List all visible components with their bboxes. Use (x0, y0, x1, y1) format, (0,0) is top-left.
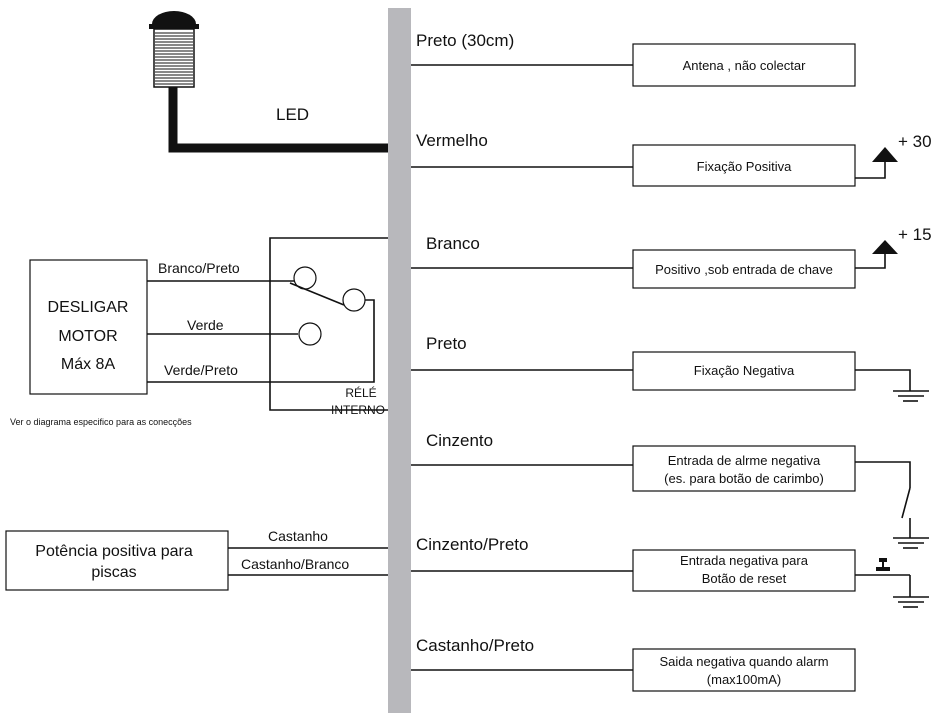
engine-cutoff-box (29, 259, 148, 395)
plus15-terminal-icon (872, 240, 898, 254)
wire-row-antenna: Preto (30cm) Antena , não colectar (411, 31, 856, 87)
wire-row-positive-fixed: Vermelho Fixação Positiva + 30 (411, 131, 932, 187)
push-switch-icon (901, 487, 911, 519)
reset-text-1: Entrada negativa para (680, 553, 809, 568)
led-component: LED (149, 11, 388, 153)
relay-common-wire (270, 299, 375, 383)
alarm-output-box (632, 648, 856, 692)
alarm-input-box (632, 445, 856, 492)
flasher-wire-label-1: Castanho (268, 528, 328, 544)
relay-outline (269, 237, 388, 411)
motor-wire-label-2: Verde (187, 317, 224, 333)
led-wire (168, 87, 388, 153)
wire-label-antenna: Preto (30cm) (416, 31, 514, 50)
reset-text-2: Botão de reset (702, 571, 787, 586)
ground-icon (893, 537, 929, 549)
led-label: LED (276, 105, 309, 124)
alarm-output-text-1: Saida negativa quando alarm (659, 654, 828, 669)
wire-row-ignition: Branco Positivo ,sob entrada de chave + … (411, 225, 932, 289)
engine-cutoff-line-1: DESLIGAR (48, 299, 129, 316)
plus15-lead (855, 254, 886, 269)
led-collar (149, 24, 199, 29)
internal-relay: RÉLÉ INTERNO (269, 237, 388, 417)
ground1-lead (855, 369, 911, 391)
reset-button-icon (875, 558, 911, 597)
led-dome-icon (152, 11, 196, 24)
flasher-wire-label-2: Castanho/Branco (241, 556, 349, 572)
wire-label-grey-black: Cinzento/Preto (416, 535, 528, 554)
ground-icon (893, 596, 929, 608)
ignition-box (632, 249, 856, 289)
wire-row-alarm-input: Cinzento Entrada de alrme negativa (es. … (411, 431, 929, 549)
plus30-lead (855, 162, 886, 179)
plus30-terminal-icon (872, 147, 898, 162)
alarm-input-text-2: (es. para botão de carimbo) (664, 471, 824, 486)
wire-label-brown-black: Castanho/Preto (416, 636, 534, 655)
flasher-power-line-1: Potência positiva para (35, 543, 193, 560)
switch-lead-top (855, 461, 911, 488)
motor-wire-label-1: Branco/Preto (158, 260, 240, 276)
negative-fixed-box (632, 351, 856, 391)
alarm-output-text-2: (max100mA) (707, 672, 781, 687)
relay-label-2: INTERNO (331, 403, 385, 417)
flasher-power-box (5, 530, 229, 591)
relay-label-1: RÉLÉ (345, 385, 376, 400)
positive-fixed-text: Fixação Positiva (697, 159, 792, 174)
negative-fixed-text: Fixação Negativa (694, 363, 795, 378)
engine-cutoff-line-2: MOTOR (58, 328, 117, 345)
antenna-box (632, 43, 856, 87)
reset-box (632, 549, 856, 592)
relay-switch-arm-icon (289, 282, 345, 306)
engine-cutoff-line-3: Máx 8A (61, 356, 116, 373)
wire-label-red: Vermelho (416, 131, 488, 150)
wire-row-reset: Cinzento/Preto Entrada negativa para Bot… (411, 535, 929, 608)
relay-contact-common (342, 288, 366, 312)
flasher-power-line-2: piscas (91, 564, 136, 581)
led-thread-lines (155, 32, 193, 85)
ignition-text: Positivo ,sob entrada de chave (655, 262, 833, 277)
plus15-label: + 15 (898, 225, 932, 244)
plus30-label: + 30 (898, 132, 932, 151)
connection-note: Ver o diagrama especifico para as conecç… (10, 417, 192, 427)
wire-label-white: Branco (426, 234, 480, 253)
ground-icon (893, 390, 929, 402)
flasher-power-block: Potência positiva para piscas Castanho C… (5, 528, 388, 591)
positive-fixed-box (632, 144, 856, 187)
alarm-input-text-1: Entrada de alrme negativa (668, 453, 821, 468)
antenna-box-text: Antena , não colectar (683, 58, 807, 73)
wire-label-black: Preto (426, 334, 467, 353)
relay-contact-no (298, 322, 322, 346)
wire-label-grey: Cinzento (426, 431, 493, 450)
wire-row-negative-fixed: Preto Fixação Negativa (411, 334, 929, 402)
harness-trunk (388, 8, 411, 713)
motor-wire-label-3: Verde/Preto (164, 362, 238, 378)
wire-row-alarm-output: Castanho/Preto Saida negativa quando ala… (411, 636, 856, 692)
engine-cutoff-block: DESLIGAR MOTOR Máx 8A Ver o diagrama esp… (10, 259, 298, 427)
